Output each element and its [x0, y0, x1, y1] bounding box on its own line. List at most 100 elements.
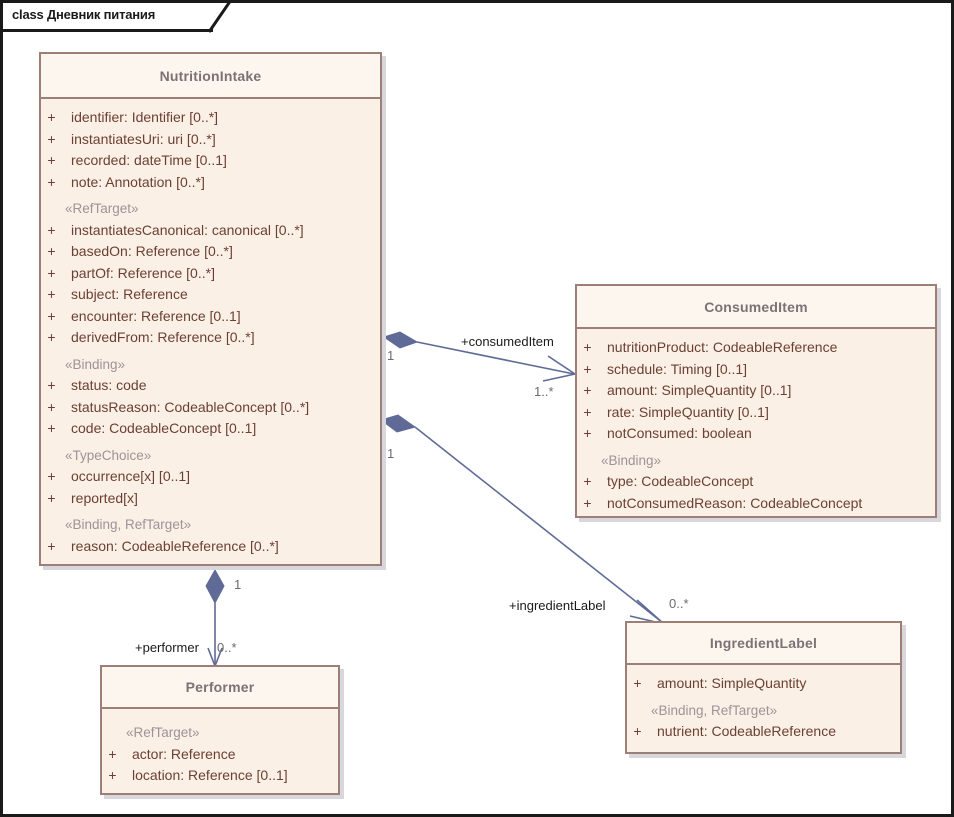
attribute-visibility: +: [47, 307, 56, 324]
attribute-visibility: +: [47, 468, 56, 484]
multiplicity-ingredient-label-target: 0..*: [669, 596, 689, 611]
attribute-row: +nutritionProduct: CodeableReference: [577, 337, 935, 359]
multiplicity-consumed-item-target: 1..*: [534, 384, 554, 399]
tab-slant-edge: [207, 3, 231, 33]
attribute-visibility: +: [108, 767, 117, 783]
attribute-row: +subject: Reference: [41, 284, 380, 306]
attribute-signature: statusReason: CodeableConcept [0..*]: [71, 398, 310, 415]
class-name-ingredient-label: IngredientLabel: [627, 623, 900, 665]
attribute-row: +statusReason: CodeableConcept [0..*]: [41, 397, 380, 419]
attribute-row: +notConsumed: boolean: [577, 423, 935, 445]
attribute-visibility: +: [47, 221, 56, 238]
stereotype-row: «RefTarget»: [126, 725, 200, 740]
attribute-row: + recorded: dateTime [0..1]: [41, 150, 380, 172]
attribute-row: + instantiatesCanonical: canonical [0..*]: [41, 220, 380, 242]
attribute-signature: nutrient: CodeableReference: [657, 723, 837, 739]
stereotype-row: «Binding, RefTarget»: [65, 517, 192, 532]
attribute-visibility: +: [583, 360, 592, 377]
attribute-row: + notConsumedReason: CodeableConcept: [577, 493, 935, 515]
association-label-ingredient-label: +ingredientLabel: [509, 598, 606, 613]
class-box-ingredient-label[interactable]: IngredientLabel + amount: SimpleQuantity «…: [625, 621, 902, 754]
attribute-row: + identifier: Identifier [0..*]: [41, 107, 380, 129]
class-box-nutrition-intake[interactable]: NutritionIntake + identifier: Identifier …: [39, 52, 382, 566]
attribute-signature: amount: SimpleQuantity: [657, 675, 807, 691]
attribute-row: + amount: SimpleQuantity: [627, 673, 900, 695]
attribute-visibility: +: [583, 494, 592, 511]
attribute-visibility: +: [583, 425, 592, 441]
attribute-signature: status: code: [71, 377, 147, 393]
attribute-visibility: +: [47, 109, 56, 125]
attribute-row: +type: CodeableConcept: [577, 471, 935, 493]
stereotype-row: «Binding»: [601, 452, 662, 468]
attribute-signature: partOf: Reference [0..*]: [71, 264, 215, 281]
attribute-signature: type: CodeableConcept: [607, 473, 754, 489]
attribute-signature: instantiatesUri: uri [0..*]: [71, 130, 216, 147]
attribute-row: + location: Reference [0..1]: [102, 765, 338, 787]
stereotype-row: «RefTarget»: [65, 201, 139, 216]
multiplicity-consumed-item-source: 1: [387, 348, 395, 363]
attribute-signature: instantiatesCanonical: canonical [0..*]: [71, 221, 304, 238]
diagram-frame-tab: class Дневник питания: [3, 3, 231, 33]
attribute-visibility: +: [47, 152, 56, 168]
attribute-visibility: +: [47, 377, 56, 393]
class-name-performer: Performer: [102, 667, 338, 709]
attribute-signature: reason: CodeableReference [0..*]: [71, 537, 279, 554]
attribute-row: + occurrence[x] [0..1]: [41, 466, 380, 488]
class-attributes-nutrition-intake: + identifier: Identifier [0..*] + instantia…: [41, 99, 380, 566]
attribute-signature: nutritionProduct: CodeableReference: [607, 339, 838, 355]
attribute-visibility: +: [47, 537, 56, 554]
attribute-row: + reported[x]: [41, 488, 380, 510]
attribute-row: + basedOn: Reference [0..*]: [41, 241, 380, 263]
attribute-signature: occurrence[x] [0..1]: [71, 468, 191, 484]
attribute-visibility: +: [47, 489, 56, 506]
attribute-signature: code: CodeableConcept [0..1]: [71, 420, 257, 436]
stereotype-row: «Binding, RefTarget»: [651, 702, 778, 718]
association-label-performer: +performer: [135, 640, 199, 655]
attribute-visibility: +: [47, 329, 56, 345]
attribute-row: + encounter: Reference [0..1]: [41, 306, 380, 328]
multiplicity-ingredient-label-source: 1: [387, 446, 395, 461]
attribute-visibility: +: [633, 723, 642, 739]
attribute-row: + reason: CodeableReference [0..*]: [41, 536, 380, 558]
attribute-signature: location: Reference [0..1]: [132, 767, 288, 783]
attribute-signature: schedule: Timing [0..1]: [607, 360, 748, 377]
stereotype-row: «Binding»: [65, 356, 126, 372]
attribute-signature: amount: SimpleQuantity [0..1]: [607, 382, 792, 398]
attribute-visibility: +: [633, 675, 642, 691]
class-name-nutrition-intake: NutritionIntake: [41, 54, 380, 99]
attribute-signature: notConsumedReason: CodeableConcept: [607, 494, 863, 511]
attribute-row: + partOf: Reference [0..*]: [41, 263, 380, 285]
class-attributes-performer: «RefTarget»+actor: Reference+location: R…: [102, 709, 338, 796]
attribute-signature: basedOn: Reference [0..*]: [71, 243, 233, 259]
attribute-visibility: +: [47, 243, 56, 259]
class-attributes-consumed-item: +nutritionProduct: CodeableReference+sch…: [577, 329, 935, 523]
attribute-signature: reported[x]: [71, 489, 138, 506]
attribute-row: + schedule: Timing [0..1]: [577, 359, 935, 381]
attribute-visibility: +: [583, 403, 592, 420]
attribute-row: + status: code: [41, 375, 380, 397]
attribute-visibility: +: [108, 745, 117, 762]
association-label-consumed-item: +consumedItem: [461, 334, 554, 349]
diagram-frame-label: class Дневник питания: [12, 7, 156, 22]
attribute-signature: rate: SimpleQuantity [0..1]: [607, 403, 769, 420]
stereotype-row: «TypeChoice»: [65, 447, 152, 463]
attribute-visibility: +: [47, 264, 56, 281]
multiplicity-performer-source: 1: [234, 577, 242, 592]
attribute-row: + derivedFrom: Reference [0..*]: [41, 327, 380, 349]
attribute-signature: identifier: Identifier [0..*]: [71, 109, 219, 125]
class-name-consumed-item: ConsumedItem: [577, 286, 935, 329]
attribute-signature: subject: Reference: [71, 286, 188, 302]
multiplicity-performer-target: 0..*: [217, 640, 237, 655]
attribute-visibility: +: [47, 130, 56, 147]
attribute-signature: derivedFrom: Reference [0..*]: [71, 329, 255, 345]
class-box-consumed-item[interactable]: ConsumedItem +nutritionProduct: Codeable…: [575, 284, 937, 518]
attribute-row: +note: Annotation [0..*]: [41, 172, 380, 194]
attribute-row: + rate: SimpleQuantity [0..1]: [577, 402, 935, 424]
attribute-row: + amount: SimpleQuantity [0..1]: [577, 380, 935, 402]
attribute-signature: encounter: Reference [0..1]: [71, 307, 241, 324]
attribute-signature: recorded: dateTime [0..1]: [71, 152, 227, 168]
attribute-visibility: +: [583, 382, 592, 398]
class-box-performer[interactable]: Performer «RefTarget»+actor: Reference+l…: [100, 665, 340, 795]
attribute-visibility: +: [47, 420, 56, 436]
